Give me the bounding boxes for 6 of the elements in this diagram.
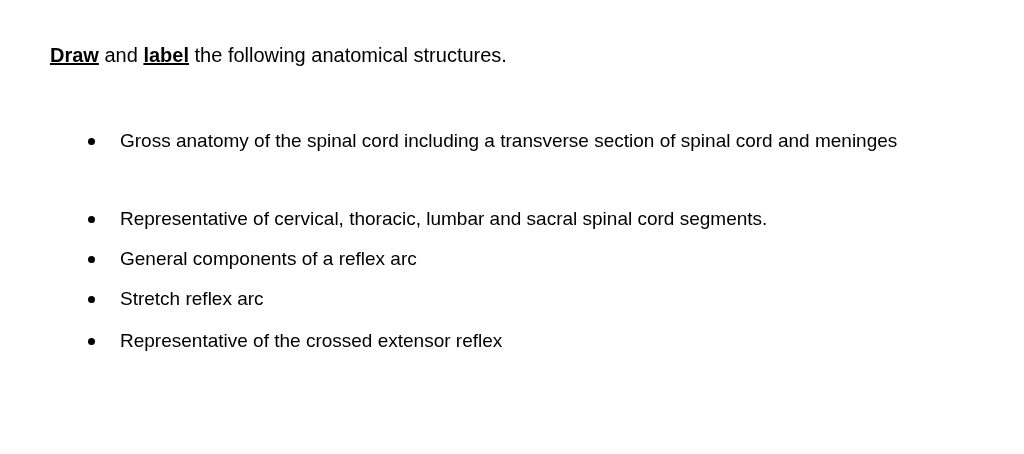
list-item-text: Gross anatomy of the spinal cord including a transverse section of spinal cord and meninges <box>120 129 899 153</box>
list-item-text: Stretch reflex arc <box>120 287 265 311</box>
list-item-text: Representative of the crossed extensor reflex <box>120 329 504 353</box>
list-item-text: General components of a reflex arc <box>120 247 418 271</box>
instruction-heading: Draw and label the following anatomical structures. <box>50 44 507 67</box>
list-item-text: Representative of cervical, thoracic, lumbar and sacral spinal cord segments. <box>120 207 769 231</box>
